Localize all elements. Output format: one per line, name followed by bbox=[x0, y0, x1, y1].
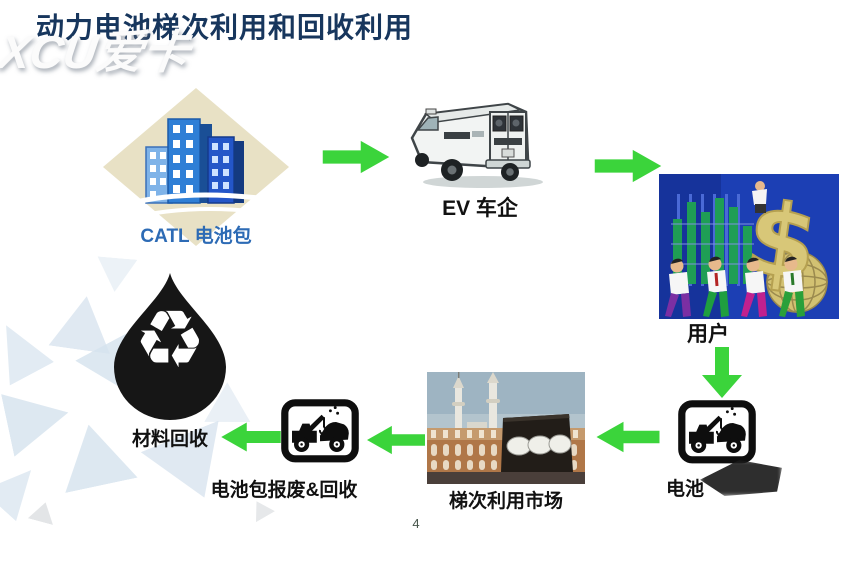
cascade-market-label: 梯次利用市场 bbox=[448, 491, 563, 512]
business-people-dollar-photo: $ bbox=[659, 174, 839, 319]
arrow-scrap-to-material bbox=[221, 420, 281, 454]
users-label: 用户 bbox=[687, 323, 729, 346]
kaaba-market-photo bbox=[427, 372, 585, 484]
xcu-watermark-logo: XCU爱卡 bbox=[0, 26, 193, 78]
background-triangle bbox=[28, 499, 58, 525]
tow-truck-icon bbox=[280, 395, 360, 473]
tow-truck-icon bbox=[677, 397, 757, 473]
ev-automaker-label: EV 车企 bbox=[442, 197, 518, 220]
recycle-arrows-icon: ♻ bbox=[134, 293, 206, 386]
recycle-droplet-icon bbox=[108, 270, 232, 422]
delivery-van-sketch bbox=[398, 90, 560, 192]
city-buildings-icon bbox=[138, 103, 250, 211]
catl-battery-pack-label: CATL 电池包 bbox=[140, 226, 252, 247]
scrap-recycle-label: 电池包报废&回收 bbox=[210, 480, 358, 501]
arrow-battery-pack-to-market bbox=[593, 419, 663, 455]
background-triangle bbox=[1, 381, 75, 456]
arrow-ev-to-users bbox=[593, 147, 663, 185]
catl-swoosh-lines bbox=[103, 178, 289, 232]
material-recycling-label: 材料回收 bbox=[131, 429, 208, 450]
background-triangle bbox=[0, 313, 54, 385]
page-title: 动力电池梯次利用和回收利用 bbox=[36, 12, 414, 43]
arrow-market-to-scrap bbox=[367, 423, 425, 457]
arrow-catl-to-ev bbox=[322, 138, 390, 176]
battery-pack-label: 电池 bbox=[665, 479, 704, 500]
arrow-users-to-battery-pack bbox=[698, 347, 746, 399]
page-number: 4 bbox=[412, 516, 420, 531]
